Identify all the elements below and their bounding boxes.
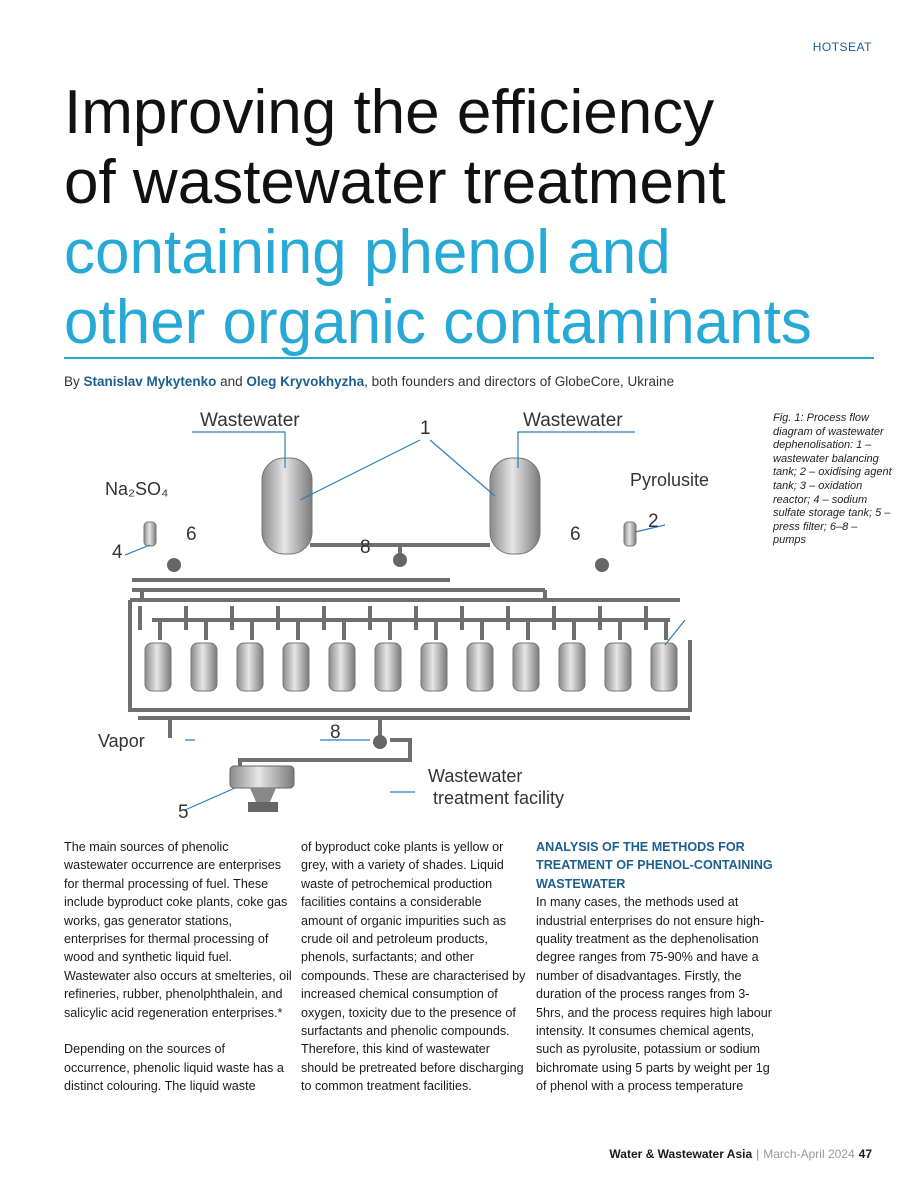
text-column-1: The main sources of phenolic wastewater … (64, 838, 292, 1114)
paragraph: of byproduct coke plants is yellow or gr… (301, 840, 526, 1094)
section-heading: Analysis of the methods for treatment of… (536, 840, 773, 891)
label-6: 6 (186, 524, 197, 545)
pump-icon (167, 558, 181, 572)
annotation-arrows (124, 431, 686, 811)
label-wastewater-inlet: Wastewater (523, 410, 623, 431)
oxidising-agent-tank (623, 521, 637, 547)
paragraph: Depending on the sources of occurrence, … (64, 1042, 284, 1094)
label-treatment-facility: treatment facility (433, 788, 564, 808)
issue-date: March-April 2024 (763, 1147, 855, 1161)
label-8: 8 (360, 537, 371, 558)
page-footer: Water & Wastewater Asia|March-April 2024… (609, 1147, 872, 1161)
label-na2so4: Na₂SO₄ (105, 479, 168, 499)
title-line: of wastewater treatment (64, 148, 726, 217)
byline-and: and (216, 374, 247, 389)
section-label: HOTSEAT (812, 40, 872, 54)
byline: By Stanislav Mykytenko and Oleg Kryvokhy… (64, 374, 674, 389)
title-line: other organic contaminants (64, 288, 812, 357)
pump-icon (393, 553, 407, 567)
process-flow-diagram: Wastewater Wastewater 1 Na₂SO₄ Pyrolusit… (98, 410, 709, 820)
author-name: Stanislav Mykytenko (83, 374, 217, 389)
text-column-3: Analysis of the methods for treatment of… (536, 838, 776, 1114)
balancing-tank-left (261, 457, 313, 555)
figure-caption: Fig. 1: Process flow diagram of wastewat… (773, 412, 892, 547)
title-divider (64, 357, 874, 359)
pump-icon (373, 735, 387, 749)
label-wastewater-inlet: Wastewater (200, 410, 300, 431)
oxidation-reactors (144, 642, 678, 692)
balancing-tank-right (489, 457, 541, 555)
balancing-tanks (143, 457, 637, 749)
byline-suffix: , both founders and directors of GlobeCo… (364, 374, 675, 389)
label-2: 2 (648, 511, 659, 532)
label-8: 8 (330, 722, 341, 743)
article-title: Improving the efficiency of wastewater t… (64, 78, 894, 358)
label-treatment-facility: Wastewater (428, 766, 522, 786)
publication-name: Water & Wastewater Asia (609, 1147, 753, 1161)
text-column-2: of byproduct coke plants is yellow or gr… (301, 838, 527, 1114)
label-vapor: Vapor (98, 731, 145, 751)
press-filter (229, 765, 295, 812)
paragraph: In many cases, the methods used at indus… (536, 895, 772, 1094)
sodium-sulfate-tank (143, 521, 157, 547)
paragraph: The main sources of phenolic wastewater … (64, 840, 292, 1020)
author-name: Oleg Kryvokhyzha (246, 374, 365, 389)
title-line: containing phenol and (64, 218, 671, 287)
label-pyrolusite: Pyrolusite (630, 470, 709, 490)
label-6: 6 (570, 524, 581, 545)
page-number: 47 (858, 1147, 872, 1161)
label-5: 5 (178, 802, 189, 820)
label-1: 1 (420, 418, 431, 439)
footer-separator: | (756, 1147, 760, 1161)
title-line: Improving the efficiency (64, 78, 715, 147)
pump-icon (595, 558, 609, 572)
label-4: 4 (112, 542, 123, 563)
byline-prefix: By (64, 374, 84, 389)
